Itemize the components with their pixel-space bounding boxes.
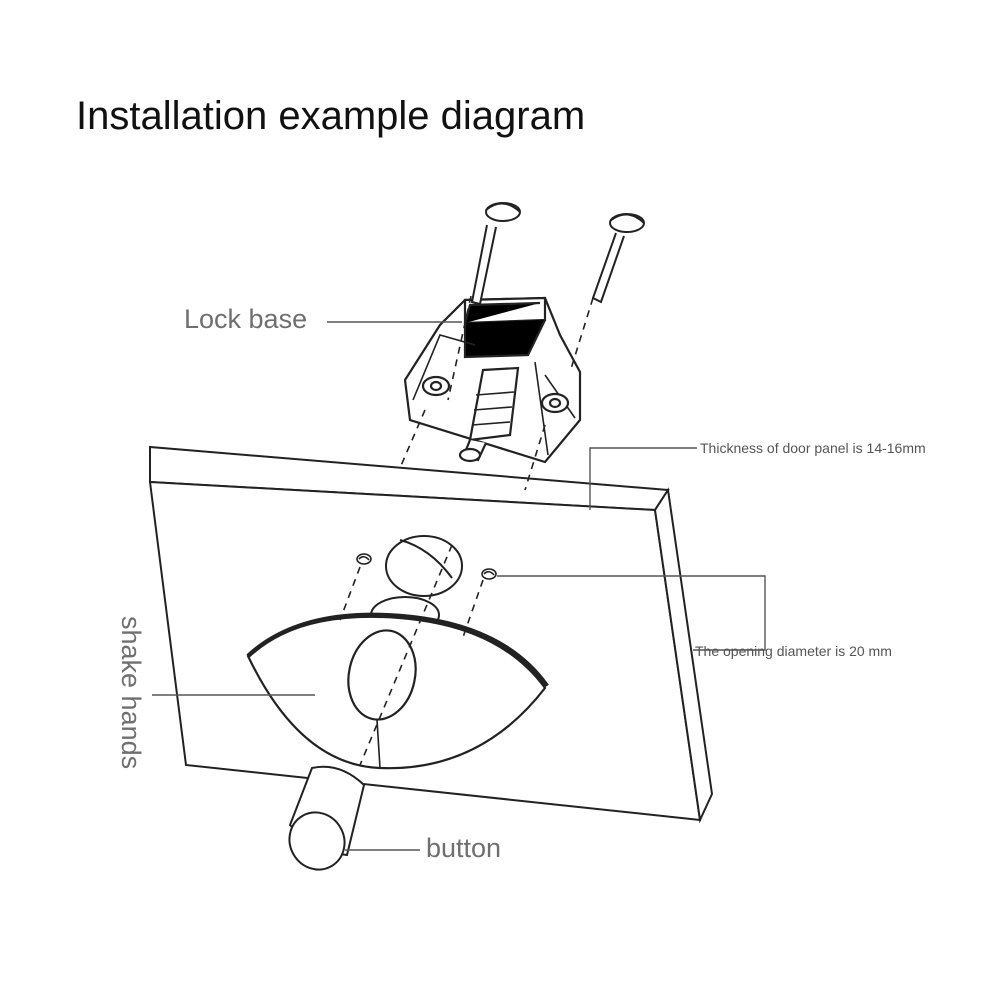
leader-lines (152, 321, 766, 851)
shake-hands-handle (246, 612, 549, 770)
page-title: Installation example diagram (76, 94, 586, 138)
lock-base (403, 296, 582, 464)
opening-diameter-label: The opening diameter is 20 mm (695, 643, 892, 659)
screw-holes (356, 553, 497, 580)
installation-guides (339, 295, 594, 766)
lock-base-label: Lock base (184, 304, 308, 334)
screws (470, 202, 645, 306)
button-label: button (426, 833, 502, 863)
shake-hands-label: shake hands (116, 616, 146, 770)
panel-opening (370, 535, 463, 634)
thickness-label: Thickness of door panel is 14-16mm (700, 440, 926, 456)
button-part (288, 765, 366, 871)
